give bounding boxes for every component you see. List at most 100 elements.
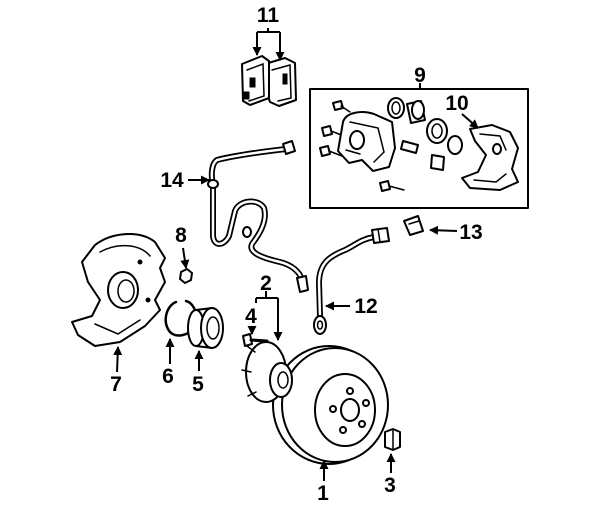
caliper-bracket-hole — [492, 143, 502, 155]
splash-shield-hole-1 — [137, 259, 143, 265]
brake-hose-banjo-hole — [316, 320, 324, 330]
bleeder-screw-shaft — [340, 105, 351, 113]
caliper-body — [337, 111, 396, 172]
brake-hose — [313, 227, 390, 335]
brake-rotor-lug-hole-1 — [346, 387, 354, 395]
axle-nut — [384, 428, 401, 451]
callout-14: 14 — [160, 169, 184, 192]
splash-shield-hole-2 — [145, 297, 151, 303]
wheel-hub — [241, 341, 293, 403]
wheel-bearing-bore — [206, 316, 220, 340]
brake-rotor-lug-hole-4 — [339, 426, 347, 434]
splash-shield-hub-inner — [117, 279, 135, 303]
abs-sensor-wire — [207, 140, 309, 293]
piston-seal — [387, 97, 405, 119]
hose-clip-slot — [408, 220, 420, 225]
leader-7 — [113, 346, 123, 373]
caliper-assembly — [309, 88, 529, 209]
caliper-bolt-upper-head — [321, 125, 333, 137]
piston — [406, 100, 426, 124]
guide-pin-lower-shaft — [388, 185, 405, 191]
caliper-mounting-bracket — [461, 124, 519, 191]
abs-wire-core — [210, 147, 304, 282]
leader-13 — [429, 225, 458, 235]
guide-pin-lower-head — [379, 180, 391, 192]
callout-8: 8 — [175, 224, 187, 247]
caliper-bolt-upper — [321, 125, 345, 137]
brake-hose-fitting-nut — [377, 228, 381, 243]
brake-pad-rear-clip — [282, 73, 288, 85]
hose-clip — [403, 215, 424, 236]
piston-boot — [426, 118, 448, 144]
callout-5: 5 — [192, 373, 204, 396]
caliper-bolt-lower-head — [319, 145, 331, 157]
brake-hose-fitting — [371, 227, 390, 244]
caliper-bracket-edge-upper — [479, 133, 507, 151]
leader-lines — [113, 28, 479, 481]
o-ring — [447, 135, 463, 155]
callout-10: 10 — [445, 92, 468, 115]
hub-bolt-shaft — [249, 338, 269, 343]
brake-rotor-lug-hole-3 — [358, 420, 366, 428]
callout-6: 6 — [162, 365, 174, 388]
piston-face — [411, 100, 425, 120]
leader-10 — [461, 113, 479, 129]
piston-boot-inner — [431, 123, 443, 139]
caliper-body-outline — [337, 111, 396, 172]
brake-rotor — [272, 345, 389, 465]
caliper-body-edge — [349, 121, 385, 163]
callout-2: 2 — [260, 272, 272, 295]
callout-3: 3 — [384, 474, 396, 497]
callout-12: 12 — [354, 295, 377, 318]
callout-1: 1 — [317, 482, 329, 505]
wheel-hub-bore — [277, 371, 289, 389]
brake-hose-core — [317, 235, 376, 318]
piston-seal-outer — [387, 97, 405, 119]
wheel-hub-boss — [269, 362, 293, 398]
hose-clip-body — [403, 215, 424, 236]
piston-boot-outer — [426, 118, 448, 144]
brake-pad-front-wear-indicator — [243, 91, 250, 100]
brake-pad-front-lining — [246, 62, 265, 102]
callout-7: 7 — [110, 373, 122, 396]
callout-11: 11 — [257, 4, 280, 27]
brake-pad-rear-lining — [271, 64, 292, 102]
guide-pin-boot-body — [430, 154, 445, 171]
guide-pin-upper-body — [400, 140, 419, 154]
brake-pads — [241, 55, 297, 107]
callout-9: 9 — [414, 64, 426, 87]
callout-labels: 11 9 10 14 13 8 2 4 12 7 6 5 1 3 — [110, 4, 483, 505]
splash-shield-lower-rib — [94, 319, 141, 335]
callout-13: 13 — [459, 221, 482, 244]
abs-wire-clip-upper — [207, 179, 219, 189]
guide-pin-boot — [430, 154, 445, 171]
caliper-body-detail — [345, 149, 361, 155]
brake-rotor-lug-hole-2 — [362, 399, 370, 407]
brake-pad-front-tab — [249, 77, 256, 88]
leader-8 — [180, 247, 190, 269]
bleeder-screw — [332, 100, 351, 113]
guide-pin-upper — [400, 140, 419, 154]
guide-pin-lower — [379, 180, 405, 192]
wheel-bearing — [187, 307, 224, 349]
wheel-hub-studs — [241, 345, 257, 397]
caliper-bracket-edge-lower — [473, 173, 507, 183]
brake-hose-banjo — [313, 315, 327, 335]
caliper-bolt-lower-shaft — [328, 150, 343, 157]
shield-nut — [179, 268, 193, 284]
caliper-bolt-lower — [319, 145, 343, 157]
caliper-bore — [349, 130, 365, 150]
brake-rotor-lug-hole-5 — [329, 405, 337, 413]
splash-shield — [71, 233, 166, 347]
brake-rotor-center-hole — [340, 398, 360, 422]
wheel-bearing-face — [200, 307, 224, 349]
piston-seal-inner — [391, 101, 401, 115]
abs-wire-connector — [282, 140, 296, 155]
abs-sensor-head — [296, 275, 309, 293]
abs-wire-clip-lower — [242, 226, 252, 238]
abs-wire-outline — [208, 146, 305, 283]
splash-shield-rim — [99, 244, 151, 257]
caliper-bracket-outline — [461, 124, 519, 191]
callout-4: 4 — [245, 305, 257, 328]
